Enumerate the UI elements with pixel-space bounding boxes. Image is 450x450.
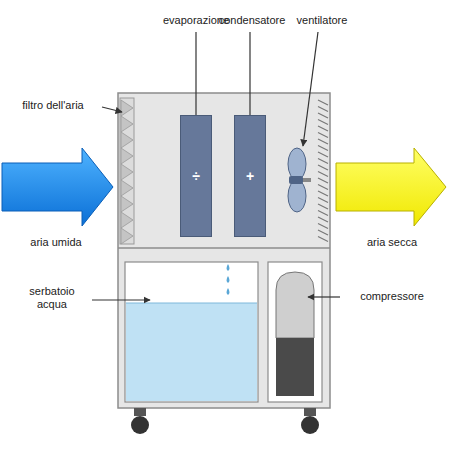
vent-slat [318, 237, 328, 242]
vent-slat [318, 120, 328, 125]
vent-slat [318, 113, 328, 118]
vent-slat [318, 133, 328, 138]
filter-pleat [121, 132, 133, 148]
flow-label: aria secca [342, 236, 442, 249]
air-filter [120, 98, 134, 244]
vent-slat [318, 191, 328, 196]
vent-slat [318, 230, 328, 235]
flow-label: aria umida [6, 236, 106, 249]
evaporator-coil: ÷ [180, 115, 212, 237]
dry-air-arrow [336, 148, 446, 226]
vent-slat [318, 146, 328, 151]
humid-air-arrow [2, 148, 113, 226]
vent-slat [318, 165, 328, 170]
water [126, 303, 257, 401]
part-label: serbatoio acqua [13, 285, 91, 311]
filter-pleat [121, 148, 133, 164]
wheels [131, 408, 319, 434]
vent-slat [318, 100, 328, 105]
filter-pleat [121, 180, 133, 196]
vent-slat [318, 152, 328, 157]
vent-slat [318, 198, 328, 203]
vent-slat [318, 107, 328, 112]
vent-slat [318, 211, 328, 216]
vent-slat [318, 224, 328, 229]
coil-symbol: + [246, 168, 254, 184]
condenser-coil: + [234, 115, 266, 237]
part-label: compressore [342, 290, 442, 303]
water-drops [227, 264, 230, 295]
vent-slat [318, 217, 328, 222]
housing-divider [118, 247, 330, 249]
vent-slat [318, 159, 328, 164]
housing [118, 93, 330, 408]
filter-pleat [121, 100, 133, 116]
water-tank [125, 262, 258, 402]
leader-lines [92, 32, 340, 300]
filter-pleat [121, 212, 133, 228]
part-label: ventilatore [282, 14, 362, 27]
coil-symbol: ÷ [192, 168, 200, 184]
water-surface [126, 303, 257, 304]
vent-grille [318, 100, 328, 242]
fan [288, 148, 311, 212]
filter-pleat [121, 164, 133, 180]
filter-pleat [121, 116, 133, 132]
vent-slat [318, 178, 328, 183]
vent-slat [318, 126, 328, 131]
compressor [268, 262, 322, 402]
filter-pleat [121, 196, 133, 212]
filter-pleat [121, 228, 133, 244]
vent-slat [318, 139, 328, 144]
part-label: filtro dell'aria [3, 99, 103, 112]
vent-slat [318, 204, 328, 209]
vent-slat [318, 185, 328, 190]
part-label: condensatore [207, 14, 297, 27]
vent-slat [318, 172, 328, 177]
